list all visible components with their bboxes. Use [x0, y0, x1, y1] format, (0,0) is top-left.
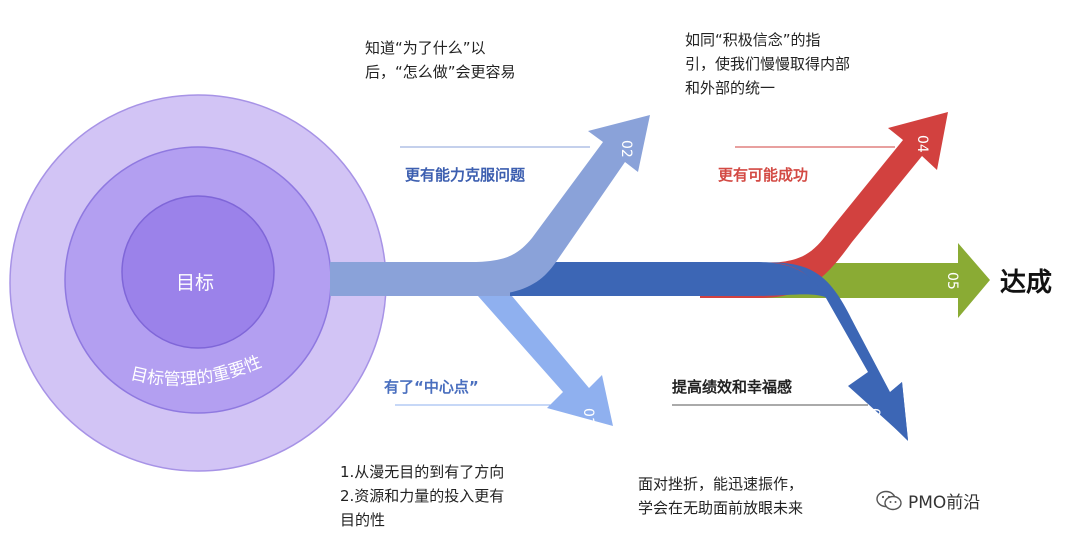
branch-label-01: 有了“中心点”: [384, 378, 479, 396]
desc-01: 1.从漫无目的到有了方向 2.资源和力量的投入更有 目的性: [340, 460, 504, 532]
desc-01-line-3: 目的性: [340, 511, 386, 529]
desc-02: 知道“为了什么”以 后，“怎么做”会更容易: [365, 36, 516, 84]
desc-01-line-2: 2.资源和力量的投入更有: [340, 487, 505, 505]
desc-01-line-1: 1.从漫无目的到有了方向: [340, 463, 505, 481]
arrow-02: [330, 115, 650, 296]
arrow-num-02: 02: [618, 140, 634, 158]
branch-label-04: 更有可能成功: [718, 166, 809, 184]
wechat-icon: [876, 490, 902, 510]
center-label: 目标: [176, 272, 215, 294]
arrow-03-body: [510, 262, 908, 441]
desc-04-line-2: 引，使我们慢慢取得内部: [685, 55, 851, 73]
desc-02-line-2: 后，“怎么做”会更容易: [365, 63, 516, 81]
arrow-01: [478, 296, 613, 426]
arrow-num-01: 01: [580, 408, 596, 426]
desc-03-line-2: 学会在无助面前放眼未来: [638, 499, 804, 517]
watermark: PMO前沿: [876, 488, 980, 513]
arrow-num-04: 04: [914, 135, 930, 153]
arrow-05: [760, 243, 990, 318]
watermark-text: PMO前沿: [908, 493, 981, 513]
arrow-num-03: 03: [866, 408, 882, 426]
desc-03: 面对挫折，能迅速振作， 学会在无助面前放眼未来: [638, 472, 803, 520]
desc-04-line-1: 如同“积极信念”的指: [685, 31, 821, 49]
inner-circle: [121, 195, 275, 349]
branch-label-02: 更有能力克服问题: [405, 166, 526, 184]
desc-02-line-1: 知道“为了什么”以: [365, 39, 486, 57]
desc-04: 如同“积极信念”的指 引，使我们慢慢取得内部 和外部的统一: [685, 28, 850, 100]
final-label: 达成: [1000, 268, 1053, 298]
desc-03-line-1: 面对挫折，能迅速振作，: [638, 475, 804, 493]
desc-04-line-3: 和外部的统一: [685, 79, 776, 97]
branch-label-03: 提高绩效和幸福感: [672, 378, 793, 396]
arrow-num-05: 05: [944, 272, 960, 290]
